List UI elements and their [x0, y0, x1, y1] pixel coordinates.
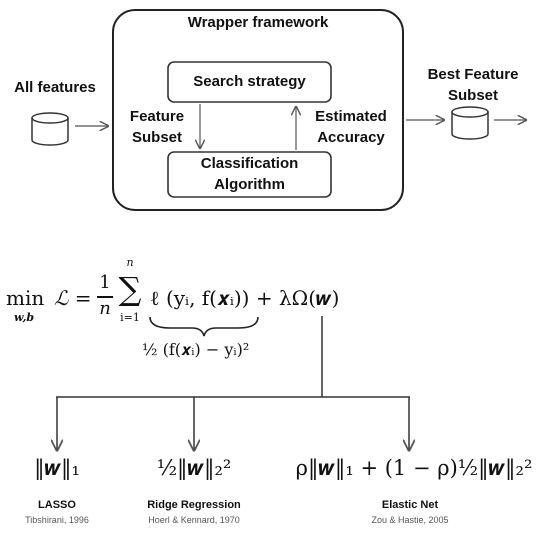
- ridge-formula: ½‖𝒘‖₂²: [156, 456, 232, 480]
- equation-frac-den: n: [99, 298, 111, 319]
- lasso-ref: Tibshirani, 1996: [25, 515, 89, 525]
- equation-frac-num: 1: [99, 272, 111, 293]
- estimated-accuracy-label: Estimated Accuracy: [303, 106, 399, 148]
- equation-sum-bottom: i=1: [120, 311, 140, 324]
- best-feature-line1: Best Feature: [427, 66, 519, 83]
- wrapper-title: Wrapper framework: [187, 14, 329, 31]
- best-feature-subset-label: Best Feature Subset: [418, 64, 528, 106]
- equation-sum: ∑: [118, 270, 142, 308]
- elastic-name: Elastic Net: [381, 499, 439, 511]
- wrapper-box: [112, 9, 404, 211]
- all-features-label: All features: [14, 79, 96, 96]
- search-strategy-label: Search strategy: [193, 73, 306, 90]
- search-strategy-box: [167, 61, 332, 103]
- elastic-formula: ρ‖𝒘‖₁ + (1 − ρ)½‖𝒘‖₂²: [295, 456, 533, 480]
- lasso-formula: ‖𝒘‖₁: [34, 456, 80, 480]
- input-database-icon: [31, 112, 69, 146]
- equation-loss: ℒ =: [54, 286, 92, 310]
- classification-label: Classification Algorithm: [168, 153, 331, 195]
- classification-line1: Classification: [200, 155, 299, 172]
- estimated-accuracy-line2: Accuracy: [317, 129, 385, 146]
- underbrace: [149, 316, 259, 337]
- equation-sum-top: n: [126, 256, 134, 269]
- equation-term: ℓ (yᵢ, f(𝒙ᵢ)) + λΩ(𝒘): [150, 286, 340, 310]
- classification-line2: Algorithm: [214, 176, 285, 193]
- elastic-ref: Zou & Hastie, 2005: [371, 515, 449, 525]
- feature-subset-label: Feature Subset: [122, 106, 192, 148]
- equation-brace-label: ½ (f(𝒙ᵢ) − yᵢ)²: [142, 340, 250, 359]
- best-feature-line2: Subset: [447, 87, 498, 104]
- equation-frac-bar: [97, 296, 113, 298]
- ridge-ref: Hoerl & Kennard, 1970: [148, 515, 240, 525]
- ridge-name: Ridge Regression: [147, 499, 241, 511]
- equation-min-subscript: w,b: [14, 311, 35, 324]
- lasso-name: LASSO: [38, 499, 76, 511]
- equation-min: min: [6, 286, 45, 310]
- feature-subset-line2: Subset: [131, 129, 182, 146]
- classification-box: [167, 151, 332, 198]
- feature-subset-line1: Feature: [129, 108, 185, 125]
- output-database-icon: [451, 106, 489, 140]
- estimated-accuracy-line1: Estimated: [315, 108, 387, 125]
